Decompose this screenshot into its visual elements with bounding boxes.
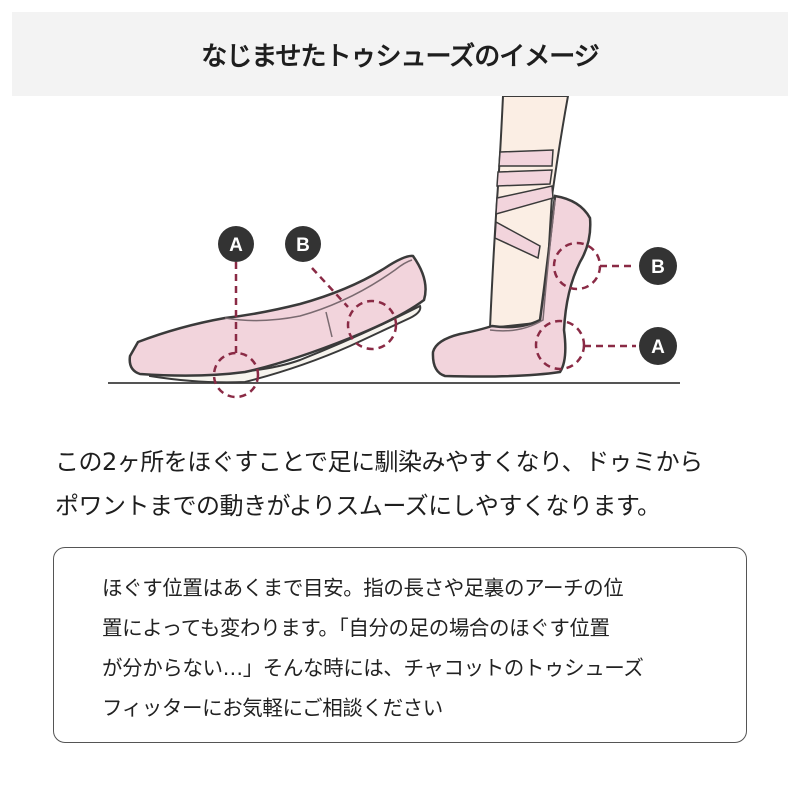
note-line: 置によっても変わります。「自分の足の場合のほぐす位置 xyxy=(102,616,610,640)
note-line: ほぐす位置はあくまで目安。指の長さや足裏のアーチの位 xyxy=(102,576,624,600)
header-banner: なじませたトゥシューズのイメージ xyxy=(12,12,788,96)
svg-text:B: B xyxy=(296,235,310,256)
area-b-flat-circle xyxy=(346,299,398,351)
description-line: ポワントまでの動きがよりスムーズにしやすくなります。 xyxy=(55,492,661,520)
description-text: この2ヶ所をほぐすことで足に馴染みやすくなり、ドゥミから ポワントまでの動きがよ… xyxy=(55,440,765,528)
note-text: ほぐす位置はあくまで目安。指の長さや足裏のアーチの位 置によっても変わります。「… xyxy=(102,568,644,728)
note-box: ほぐす位置はあくまで目安。指の長さや足裏のアーチの位 置によっても変わります。「… xyxy=(53,547,747,743)
marker-b-flat: B xyxy=(285,226,321,262)
svg-text:A: A xyxy=(651,337,665,358)
svg-text:A: A xyxy=(229,235,243,256)
note-line: フィッターにお気軽にご相談ください xyxy=(102,696,443,720)
pointe-shoe-illustration: A B B A xyxy=(0,95,800,416)
svg-text:B: B xyxy=(651,257,665,278)
description-line: この2ヶ所をほぐすことで足に馴染みやすくなり、ドゥミから xyxy=(55,448,703,476)
marker-b-pointe: B xyxy=(639,247,677,285)
note-line: が分からない…」そんな時には、チャコットのトゥシューズ xyxy=(102,656,644,680)
pointe-shoe-icon xyxy=(431,95,592,378)
page-title: なじませたトゥシューズのイメージ xyxy=(201,41,599,72)
area-a-flat-circle xyxy=(212,351,260,399)
marker-a-pointe: A xyxy=(639,327,677,365)
flat-shoe-icon xyxy=(128,254,427,384)
marker-a-flat: A xyxy=(218,226,254,262)
